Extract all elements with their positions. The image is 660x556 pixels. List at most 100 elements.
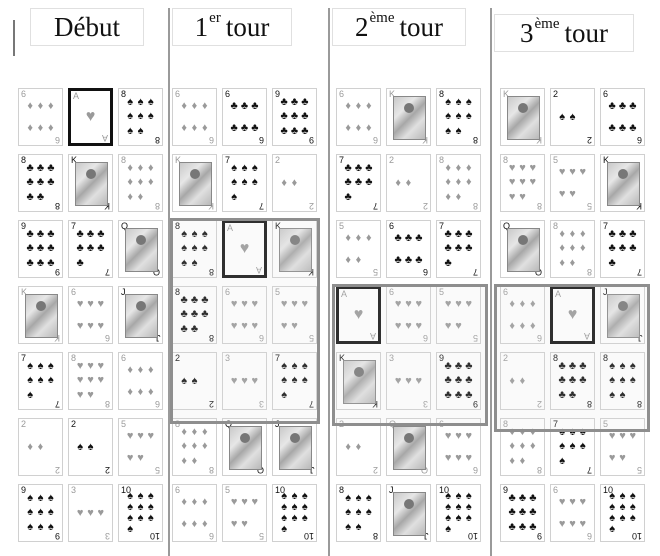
spade-icon: ♠ [302, 361, 308, 372]
diamond-icon: ♦ [202, 427, 208, 438]
diamond-icon: ♦ [356, 123, 362, 134]
diamond-icon: ♦ [356, 233, 362, 244]
spade-icon: ♠ [345, 507, 351, 518]
diamond-icon: ♦ [192, 123, 198, 134]
heart-icon: ♥ [445, 321, 452, 332]
club-icon: ♣ [47, 177, 54, 188]
card-slot: 88♥♥♥♥♥♥♥♥ [68, 352, 113, 410]
diamond-icon: ♦ [509, 427, 515, 438]
spade-icon: ♠ [356, 522, 362, 533]
diamond-icon: ♦ [356, 101, 362, 112]
diamond-icon: ♦ [395, 178, 401, 189]
club-icon: ♣ [365, 163, 372, 174]
club-icon: ♣ [291, 97, 298, 108]
spade-icon: ♠ [559, 112, 565, 123]
